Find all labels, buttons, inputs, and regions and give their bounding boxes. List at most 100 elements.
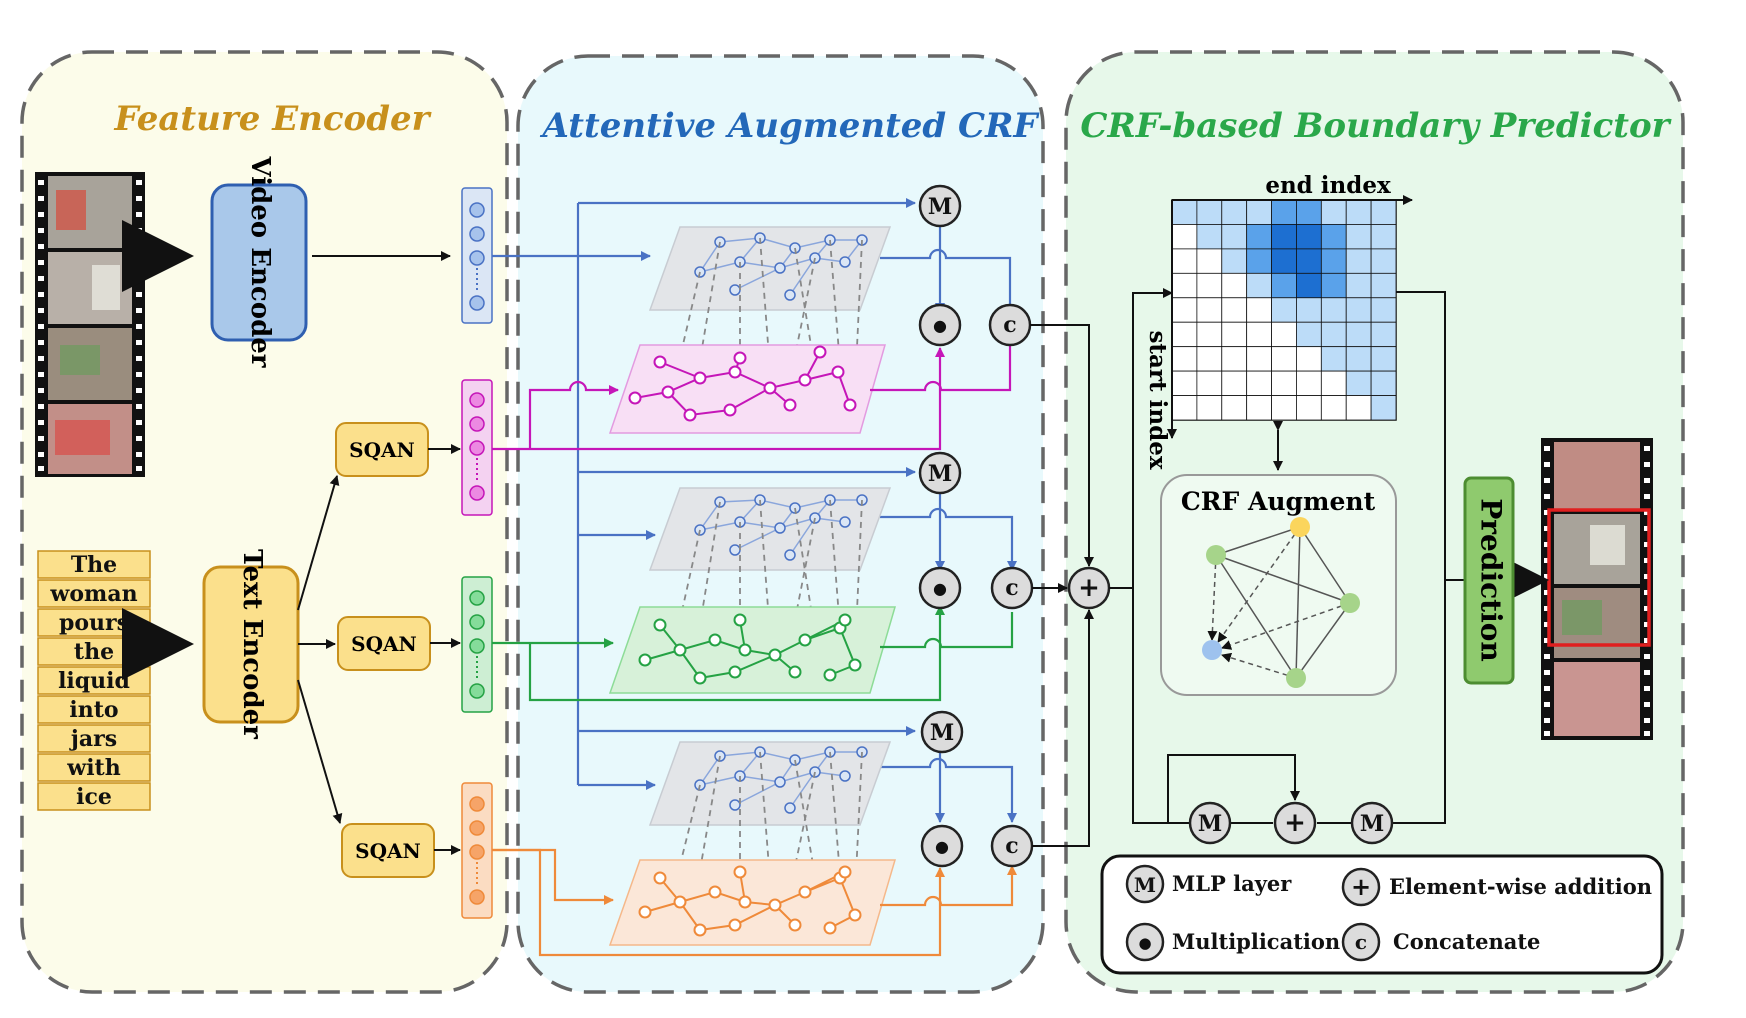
matrix-cell — [1196, 297, 1223, 323]
start-index-label: start index — [1144, 330, 1171, 469]
query-route-3 — [492, 848, 1017, 957]
add-symbol: + — [1284, 808, 1306, 838]
matrix-cell — [1320, 370, 1347, 396]
matrix-cell — [1246, 224, 1272, 250]
matrix-cell — [1271, 272, 1297, 299]
sqan-blocks: SQAN SQAN SQAN — [335, 422, 435, 878]
matrix-cell — [1271, 370, 1297, 396]
mlp-node — [918, 451, 962, 495]
text-encoder-label: Text Encoder — [237, 549, 267, 739]
matrix-cell — [1271, 199, 1297, 225]
matrix-cell — [1221, 272, 1248, 299]
add-symbol: + — [1078, 573, 1100, 603]
concat-symbol: c — [1005, 833, 1018, 859]
legend-mlp-symbol: M — [1134, 873, 1156, 897]
matrix-cell — [1296, 297, 1322, 323]
matrix-cell — [1320, 199, 1347, 225]
matrix-cell — [1246, 346, 1272, 372]
legend-add-label: Element-wise addition — [1389, 874, 1652, 899]
predicted-moment-highlight — [1547, 508, 1651, 647]
matrix-cell — [1370, 321, 1397, 348]
matrix-cell — [1345, 370, 1372, 396]
matrix-cell — [1171, 199, 1198, 225]
query-word: woman — [49, 581, 137, 607]
end-index-label: end index — [1265, 172, 1391, 199]
matrix-cell — [1196, 272, 1223, 299]
query-word: jars — [69, 726, 117, 752]
mlp-loop-nodes — [1188, 801, 1394, 845]
matrix-cell — [1320, 272, 1347, 299]
matrix-cell — [1221, 199, 1248, 225]
boundary-score-matrix — [1171, 199, 1397, 421]
sqan-label: SQAN — [349, 438, 415, 462]
query-sentence: The woman pours the liquid into jars wit… — [37, 550, 151, 811]
mlp-node — [1188, 801, 1232, 845]
multiplication-node — [920, 824, 964, 868]
video-encoder-label: Video Encoder — [245, 155, 275, 367]
mlp-symbol: M — [1198, 811, 1222, 837]
matrix-cell — [1320, 321, 1347, 348]
mlp-symbol: M — [928, 461, 952, 487]
matrix-cell — [1271, 297, 1297, 323]
matrix-cell — [1370, 272, 1397, 299]
crf-graph-layer-1 — [648, 226, 892, 311]
mult-symbol: ● — [933, 316, 947, 335]
matrix-cell — [1271, 224, 1297, 250]
crf-graph-layer-5 — [648, 741, 892, 826]
matrix-cell — [1246, 370, 1272, 396]
matrix-cell — [1171, 272, 1198, 299]
query-word: the — [74, 639, 114, 665]
matrix-cell — [1271, 395, 1297, 421]
matrix-cell — [1171, 346, 1198, 372]
query-word: with — [66, 755, 120, 781]
matrix-cell — [1196, 248, 1223, 274]
matrix-cell — [1196, 370, 1223, 396]
input-video-filmstrip — [35, 172, 145, 477]
mlp-symbol: M — [930, 720, 954, 746]
query-word: The — [71, 552, 117, 578]
legend-concat-symbol: c — [1355, 930, 1367, 954]
matrix-cell — [1320, 248, 1347, 274]
matrix-cell — [1345, 321, 1372, 348]
matrix-cell — [1296, 370, 1322, 396]
matrix-cell — [1345, 346, 1372, 372]
crf-graph-layer-6 — [608, 859, 897, 946]
multiplication-node — [918, 566, 962, 610]
matrix-cell — [1345, 199, 1372, 225]
matrix-cell — [1271, 346, 1297, 372]
matrix-cell — [1246, 248, 1272, 274]
mult-symbol: ● — [935, 837, 949, 856]
concat-symbol: c — [1005, 575, 1018, 601]
matrix-cell — [1196, 321, 1223, 348]
attentive-crf-title: Attentive Augmented CRF — [540, 106, 1041, 146]
boundary-predictor-title: CRF-based Boundary Predictor — [1080, 106, 1671, 146]
prediction-label: Prediction — [1475, 498, 1508, 662]
mlp-node — [920, 710, 964, 754]
matrix-cell — [1246, 321, 1272, 348]
video-encoder-block — [210, 183, 308, 342]
matrix-cell — [1171, 370, 1198, 396]
matrix-cell — [1320, 395, 1347, 421]
query-route-2 — [492, 605, 1014, 702]
matrix-cell — [1221, 346, 1248, 372]
matrix-cell — [1246, 272, 1272, 299]
addition-node — [1273, 801, 1317, 845]
matrix-cell — [1296, 395, 1322, 421]
matrix-cell — [1320, 297, 1347, 323]
query-word: ice — [76, 784, 112, 810]
matrix-cell — [1246, 199, 1272, 225]
matrix-cell — [1296, 199, 1322, 225]
matrix-cell — [1196, 199, 1223, 225]
crf-graph-layer-4 — [608, 606, 896, 694]
mlp-node — [918, 184, 962, 228]
matrix-cell — [1196, 395, 1223, 421]
query-feature-vector-3 — [461, 782, 493, 919]
matrix-cell — [1345, 248, 1372, 274]
query-word: pours — [59, 610, 129, 636]
crf-augment-graph — [1202, 517, 1360, 688]
matrix-cell — [1271, 321, 1297, 348]
matrix-cell — [1171, 395, 1198, 421]
matrix-cell — [1345, 272, 1372, 299]
matrix-cell — [1370, 370, 1397, 396]
